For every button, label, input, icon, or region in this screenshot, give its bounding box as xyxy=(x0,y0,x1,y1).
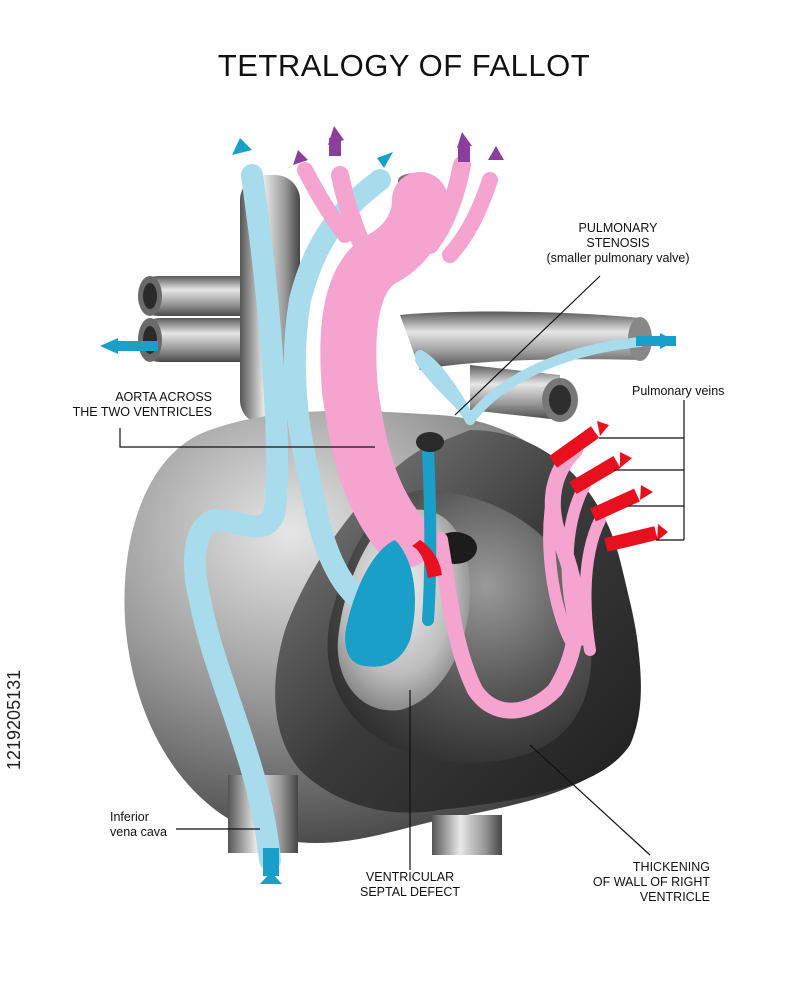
label-pulmonary-stenosis: PULMONARY STENOSIS (smaller pulmonary va… xyxy=(533,221,703,266)
label-pulmonary-veins: Pulmonary veins xyxy=(632,384,724,399)
label-ventricular-septal-defect: VENTRICULAR SEPTAL DEFECT xyxy=(340,870,480,900)
label-aorta: AORTA ACROSS THE TWO VENTRICLES xyxy=(22,390,212,420)
label-thickening-right-ventricle: THICKENING OF WALL OF RIGHT VENTRICLE xyxy=(560,860,710,905)
pulmonary-vein-arrows xyxy=(597,421,668,541)
page-title: TETRALOGY OF FALLOT xyxy=(0,48,808,84)
label-inferior-vena-cava: Inferior vena cava xyxy=(110,810,167,840)
image-id: 1219205131 xyxy=(4,670,25,770)
